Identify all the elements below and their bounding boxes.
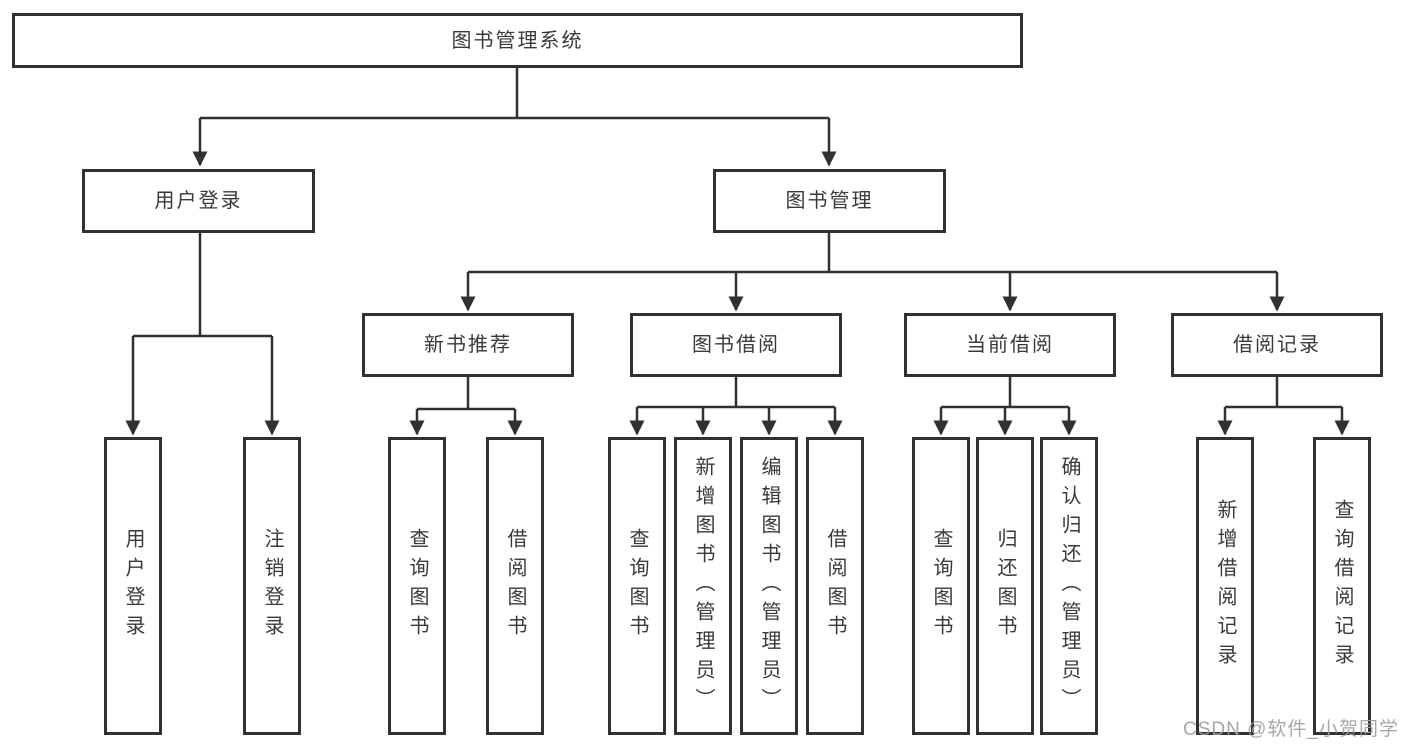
node-add-borrow-record: 新增借阅记录 <box>1196 437 1254 735</box>
node-return-books: 归还图书 <box>976 437 1034 735</box>
node-borrow-books: 借阅图书 <box>486 437 544 735</box>
node-add-books-admin: 新增图书（管理员） <box>674 437 732 735</box>
node-current-borrowing: 当前借阅 <box>904 313 1116 377</box>
node-logout: 注销登录 <box>243 437 301 735</box>
node-book-management: 图书管理 <box>713 169 946 233</box>
node-confirm-return-admin: 确认归还（管理员） <box>1040 437 1098 735</box>
watermark-text: CSDN @软件_小贺同学 <box>1183 719 1399 740</box>
node-query-books: 查询图书 <box>388 437 446 735</box>
node-library-management-system: 图书管理系统 <box>12 13 1023 68</box>
node-query-borrow-record: 查询借阅记录 <box>1313 437 1371 735</box>
node-query-books: 查询图书 <box>608 437 666 735</box>
node-edit-books-admin: 编辑图书（管理员） <box>740 437 798 735</box>
node-user-login-leaf: 用户登录 <box>104 437 162 735</box>
node-new-book-recommendation: 新书推荐 <box>362 313 574 377</box>
node-book-borrowing: 图书借阅 <box>630 313 842 377</box>
node-query-books: 查询图书 <box>912 437 970 735</box>
node-user-login: 用户登录 <box>82 169 315 233</box>
node-borrow-books: 借阅图书 <box>806 437 864 735</box>
node-borrowing-records: 借阅记录 <box>1171 313 1383 377</box>
